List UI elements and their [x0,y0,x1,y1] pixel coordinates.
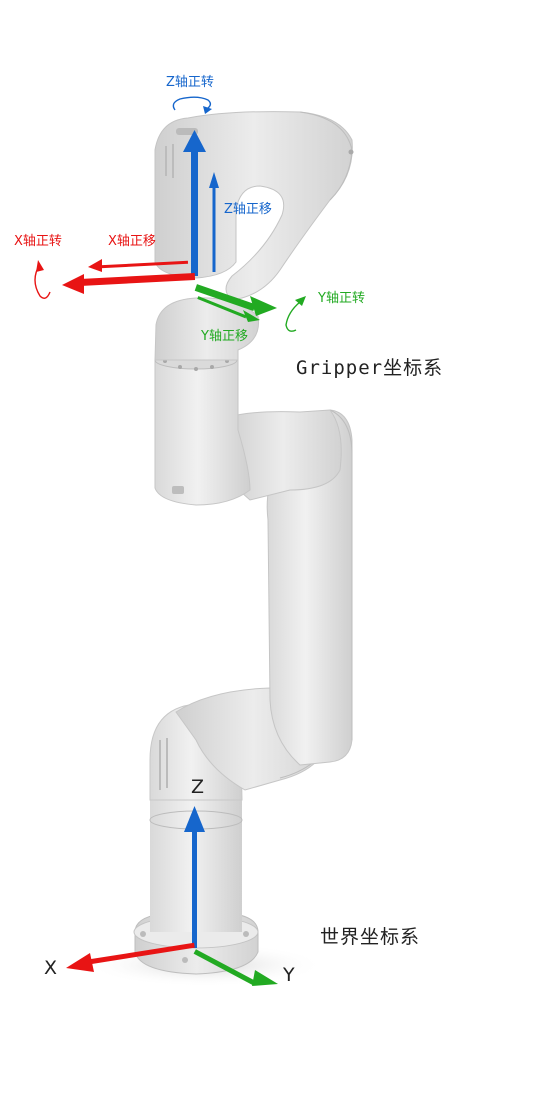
gripper-y-rotate-arrow [285,296,306,332]
world-frame-title: 世界坐标系 [320,926,421,948]
robot-head [154,111,354,301]
gripper-y-translate-label: Y轴正移 [201,329,248,344]
gripper-z-translate-label: Z轴正移 [224,202,272,217]
gripper-z-translate-arrow [209,172,219,272]
gripper-x-rotate-label: X轴正转 [14,234,62,249]
gripper-x-axis-arrow [62,272,196,294]
gripper-frame-title: Gripper坐标系 [296,357,444,379]
gripper-z-rotate-arrow [172,96,212,114]
gripper-x-rotate-arrow [34,260,51,299]
robot-upper-column [154,350,251,506]
gripper-z-axis-arrow [183,130,206,276]
gripper-y-rotate-label: Y轴正转 [318,291,365,306]
world-z-axis-arrow [184,806,205,948]
world-x-axis-arrow [66,942,195,972]
world-x-label: X [44,957,58,979]
world-y-label: Y [283,964,295,986]
gripper-x-translate-arrow [88,259,189,272]
gripper-y-axis-arrow [194,284,277,316]
gripper-y-translate-arrow [197,296,260,322]
gripper-x-translate-label: X轴正移 [108,234,156,249]
gripper-z-rotate-label: Z轴正转 [166,75,214,90]
world-z-label: Z [191,776,205,798]
world-y-axis-arrow [193,949,278,986]
